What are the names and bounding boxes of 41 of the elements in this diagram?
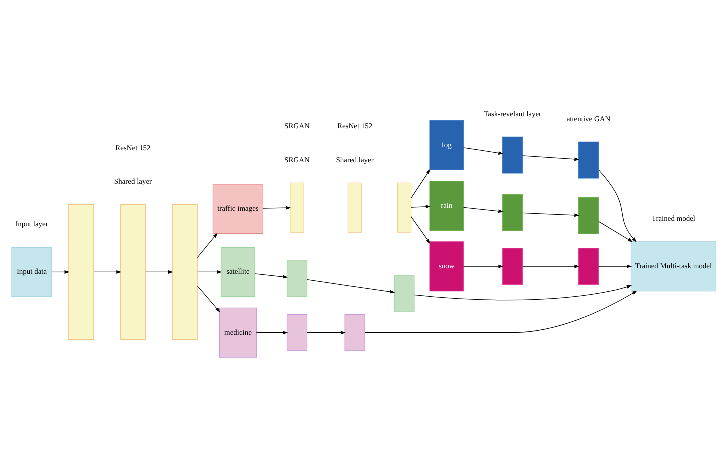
arrow xyxy=(254,273,288,278)
node-box xyxy=(397,182,412,232)
arrow xyxy=(598,264,632,268)
arrow xyxy=(411,216,431,244)
arrow xyxy=(364,290,638,333)
arrow xyxy=(598,220,633,242)
arrow xyxy=(52,270,70,274)
arrow xyxy=(263,206,292,210)
node-box xyxy=(502,248,524,285)
arrow xyxy=(414,285,632,300)
node-box xyxy=(578,141,600,178)
node-box xyxy=(394,275,415,312)
node-box xyxy=(344,314,366,351)
arrow xyxy=(197,270,222,274)
arrow xyxy=(464,147,504,154)
arrow xyxy=(197,285,220,312)
arrow xyxy=(464,206,504,213)
node-box xyxy=(578,248,600,285)
arrow xyxy=(197,232,218,258)
arrow xyxy=(598,169,637,242)
arrow xyxy=(94,270,122,274)
arrow xyxy=(306,279,396,294)
arrow xyxy=(522,212,580,217)
arrow xyxy=(146,270,174,274)
arrow xyxy=(411,168,430,198)
node-box xyxy=(290,182,304,232)
arrow xyxy=(411,204,431,208)
node-box xyxy=(172,204,198,340)
arrow xyxy=(522,264,580,268)
node-box xyxy=(120,204,146,340)
arrow xyxy=(256,330,288,334)
arrow xyxy=(522,155,580,161)
node-box xyxy=(348,182,362,232)
node-box xyxy=(68,204,94,340)
node-box xyxy=(286,260,308,296)
node-box xyxy=(578,197,600,234)
node-box xyxy=(502,194,524,231)
node-box xyxy=(286,314,308,351)
arrow xyxy=(307,330,346,334)
arrow xyxy=(464,264,504,268)
node-box xyxy=(502,136,524,174)
